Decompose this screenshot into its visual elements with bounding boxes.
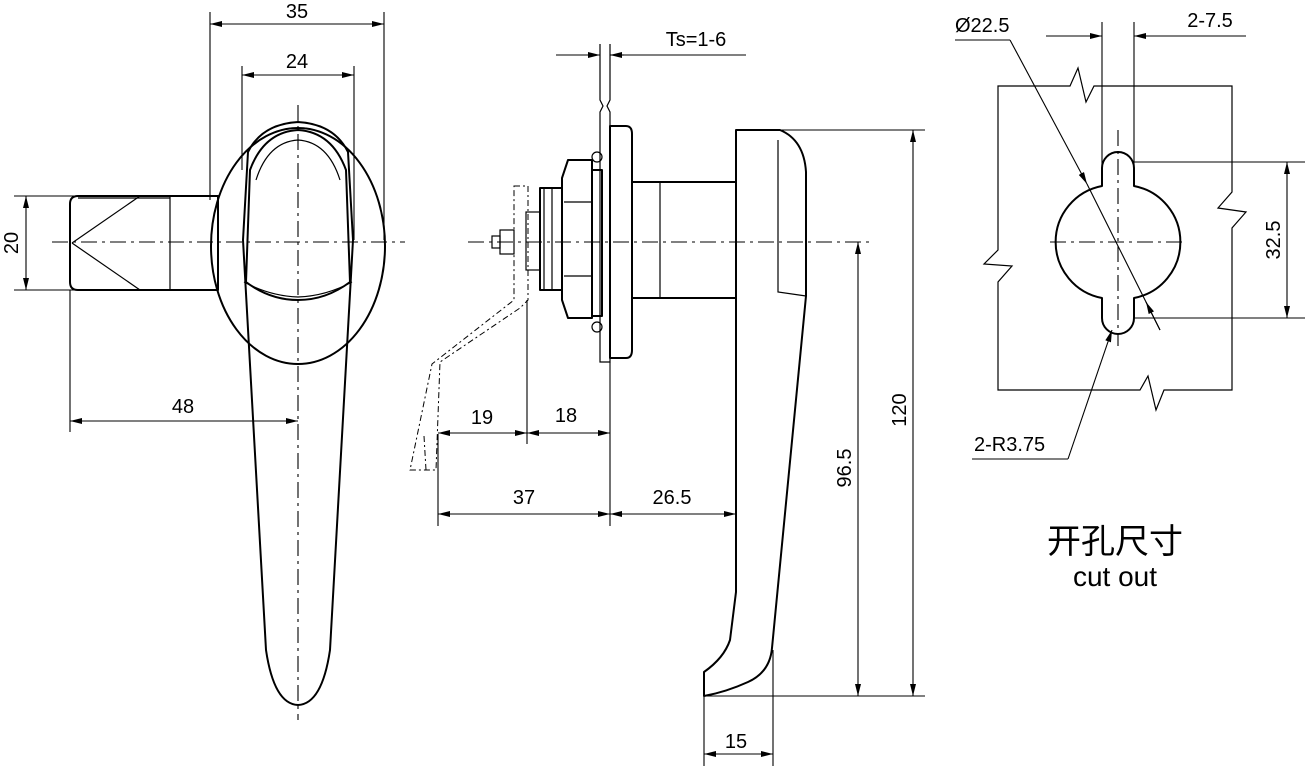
side-hex-nut	[561, 159, 593, 319]
cutout-plate-boundary	[982, 66, 1248, 412]
side-escutcheon	[609, 125, 633, 359]
dim-side-96-5: 96.5	[834, 449, 856, 488]
dim-front-width-inner: 24	[286, 51, 308, 73]
dim-cutout-height: 32.5	[1263, 221, 1285, 260]
dim-side-15: 15	[725, 731, 747, 753]
dim-front-width-outer: 35	[286, 1, 308, 23]
dim-side-37: 37	[513, 487, 535, 509]
front-shaft	[69, 195, 219, 291]
front-view: 35 24 20 48	[1, 1, 405, 720]
side-handle	[703, 129, 807, 697]
side-cam-phantom	[409, 185, 529, 471]
front-handle	[242, 121, 354, 706]
dim-side-19: 19	[471, 407, 493, 429]
side-panel	[599, 44, 611, 363]
dim-front-length: 48	[172, 396, 194, 418]
front-handle-grip	[245, 129, 351, 301]
side-view: Ts=1-6 19 18 37 26.5 96.5 120 15	[409, 29, 925, 766]
cutout-label-english: cut out	[1073, 561, 1157, 592]
dim-cutout-slot-width: 2-7.5	[1187, 10, 1233, 32]
cutout-view: Ø22.5 2-7.5 32.5 2-R3.75 开孔尺寸 cut out	[955, 10, 1305, 592]
side-shaft	[631, 181, 737, 299]
dim-cutout-radius: 2-R3.75	[974, 434, 1045, 456]
dim-side-18: 18	[555, 405, 577, 427]
dim-side-120: 120	[889, 393, 911, 426]
dim-front-height: 20	[1, 232, 23, 254]
dim-side-26-5: 26.5	[653, 487, 692, 509]
dim-cutout-diameter: Ø22.5	[955, 15, 1009, 37]
side-thread	[539, 187, 563, 291]
cutout-label-chinese: 开孔尺寸	[1047, 522, 1183, 562]
dim-panel-thickness: Ts=1-6	[666, 29, 727, 51]
